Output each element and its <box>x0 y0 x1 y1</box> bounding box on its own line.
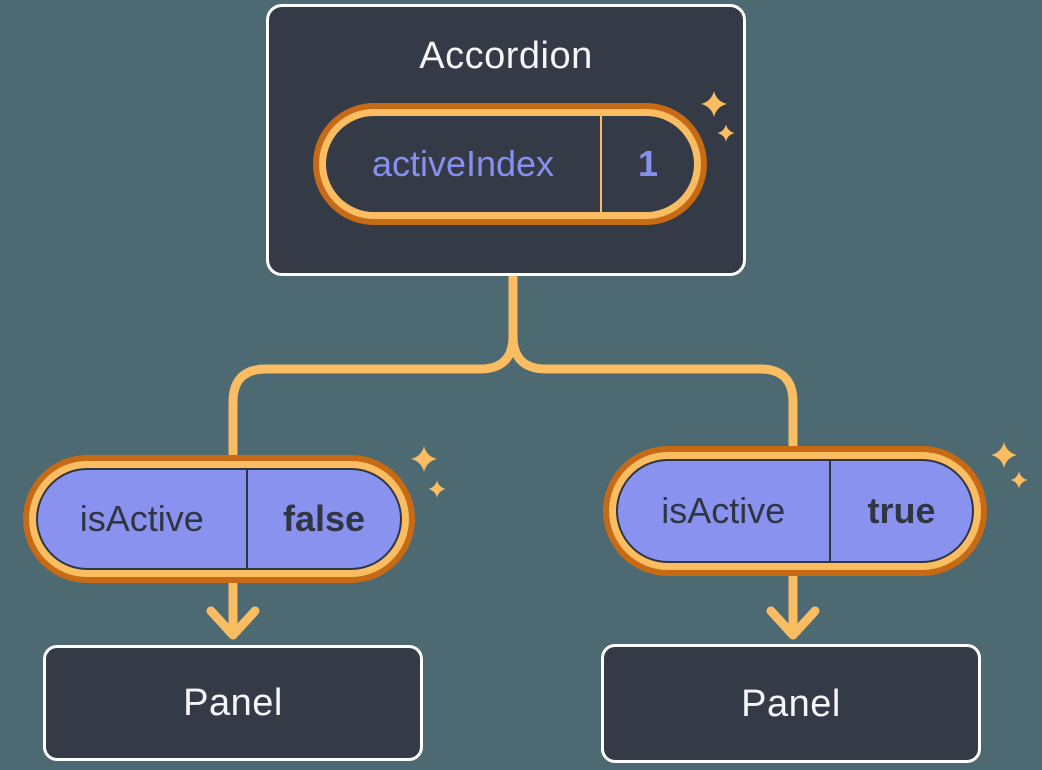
state-value: 1 <box>637 143 659 184</box>
state-pill: activeIndex 1 <box>313 103 707 225</box>
branch-line-right <box>508 331 798 454</box>
prop-value-cell: false <box>248 470 400 568</box>
state-value-cell: 1 <box>602 116 694 212</box>
state-name: activeIndex <box>371 143 555 184</box>
state-name-cell: activeIndex <box>326 116 600 212</box>
prop-pill-left-ring: isActive false <box>29 461 409 577</box>
sparkle-icon <box>411 446 437 472</box>
state-pill-ring: activeIndex 1 <box>319 109 701 219</box>
state-pill-body: activeIndex 1 <box>326 116 694 212</box>
pill-divider <box>245 470 248 568</box>
sparkle-icon <box>428 480 446 498</box>
prop-name: isActive <box>661 490 786 531</box>
arrow-down-icon <box>206 575 260 640</box>
arrow-down-icon <box>766 569 820 640</box>
panel-title: Panel <box>741 682 841 725</box>
prop-pill-right-ring: isActive true <box>609 452 981 570</box>
panel-title: Panel <box>183 682 283 724</box>
pill-divider <box>828 461 831 561</box>
sparkle-icon <box>991 442 1017 468</box>
prop-value-cell: true <box>831 461 972 561</box>
prop-name-cell: isActive <box>618 461 829 561</box>
prop-pill-right-body: isActive true <box>616 459 974 563</box>
prop-name-cell: isActive <box>38 470 246 568</box>
pill-divider <box>600 116 602 212</box>
panel-node-left: Panel <box>43 645 423 761</box>
panel-node-right: Panel <box>601 644 981 763</box>
prop-pill-left-body: isActive false <box>36 468 402 570</box>
prop-name: isActive <box>79 498 204 539</box>
prop-value: false <box>282 498 366 539</box>
prop-pill-right: isActive true <box>603 446 987 576</box>
sparkle-icon <box>1010 471 1028 489</box>
branch-line-left <box>228 267 518 463</box>
prop-pill-left: isActive false <box>23 455 415 583</box>
accordion-title: Accordion <box>419 35 593 77</box>
prop-value: true <box>867 490 936 531</box>
